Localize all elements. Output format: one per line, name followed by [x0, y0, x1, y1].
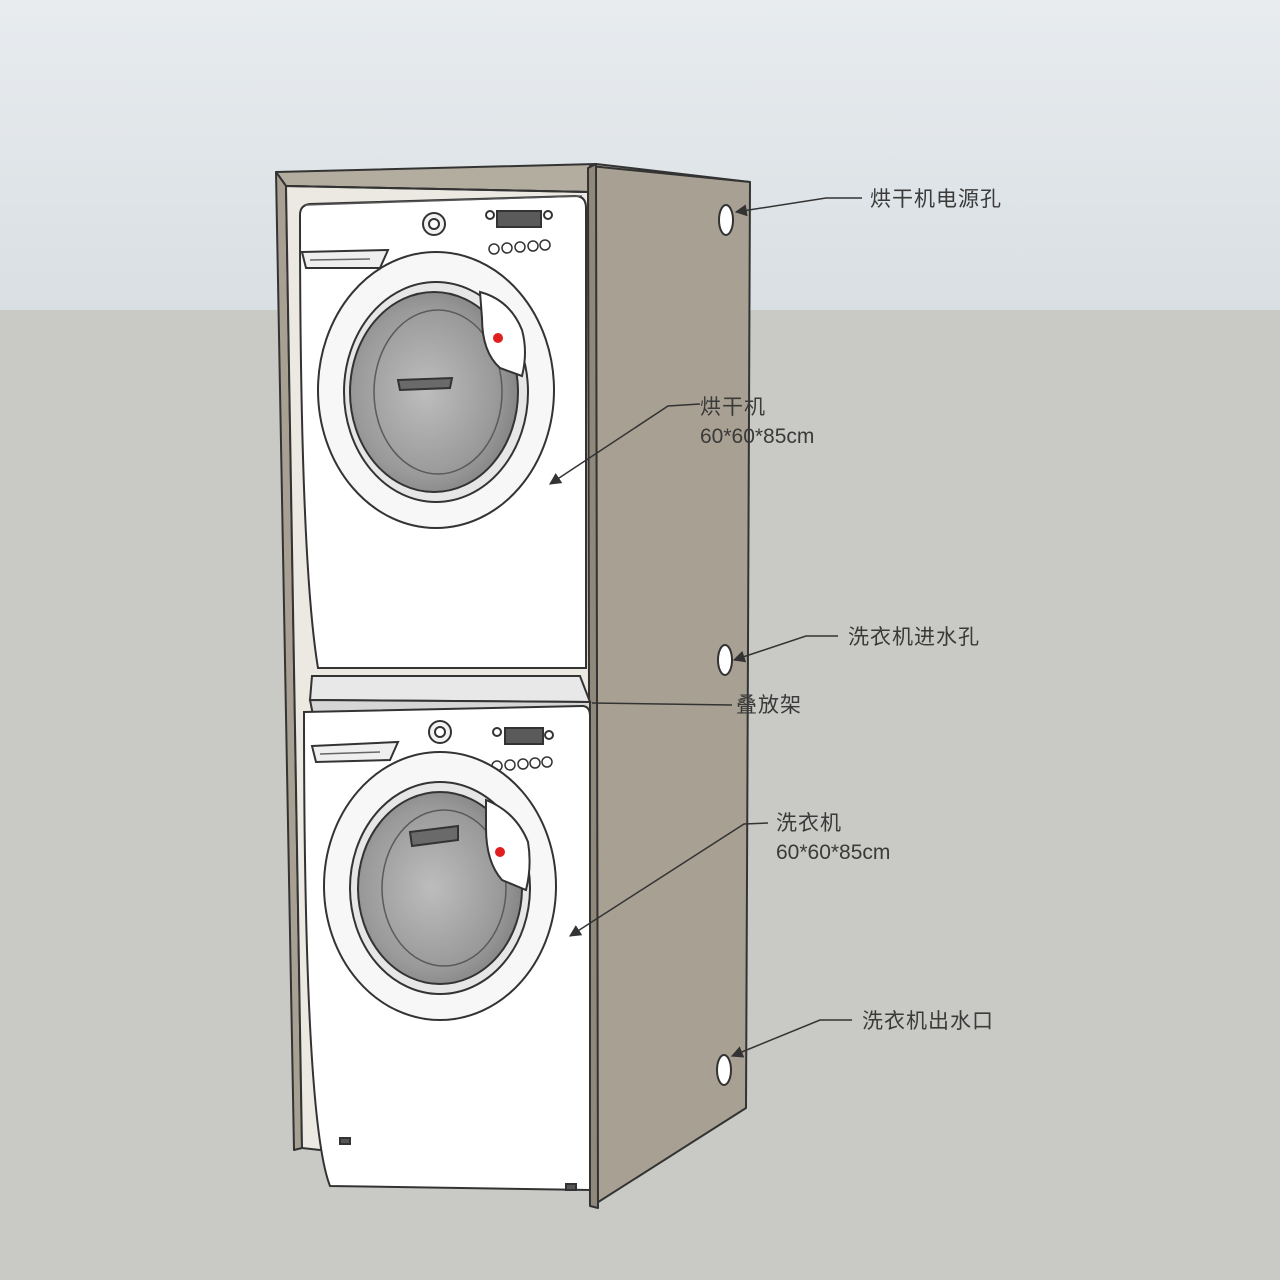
leader-lines	[548, 197, 862, 1058]
label-washer-inlet-hole: 洗衣机进水孔	[848, 625, 980, 649]
label-dryer-power-hole: 烘干机电源孔	[870, 187, 1002, 211]
label-washer-size: 60*60*85cm	[776, 841, 891, 864]
hole-icon	[716, 204, 734, 1086]
dryer-display	[496, 210, 542, 228]
washer-appliance	[302, 704, 591, 1192]
washer-display	[504, 727, 544, 745]
label-washer-outlet: 洗衣机出水口	[862, 1009, 994, 1033]
dryer-indicator-icon	[493, 333, 503, 343]
leader-washer-outlet	[730, 1019, 852, 1058]
leader-dryer-power	[734, 197, 862, 217]
cabinet-right-panel	[589, 165, 751, 1207]
dryer-appliance	[298, 194, 587, 669]
washer-indicator-icon	[495, 847, 505, 857]
leader-washer-inlet	[732, 635, 838, 663]
leader-stacking-rack	[591, 702, 733, 706]
label-washer: 洗衣机	[776, 811, 842, 835]
label-stacking-rack: 叠放架	[736, 693, 802, 717]
label-dryer: 烘干机	[700, 395, 766, 419]
label-dryer-size: 60*60*85cm	[700, 425, 815, 448]
leader-dryer	[548, 403, 701, 485]
leader-washer	[568, 822, 769, 937]
